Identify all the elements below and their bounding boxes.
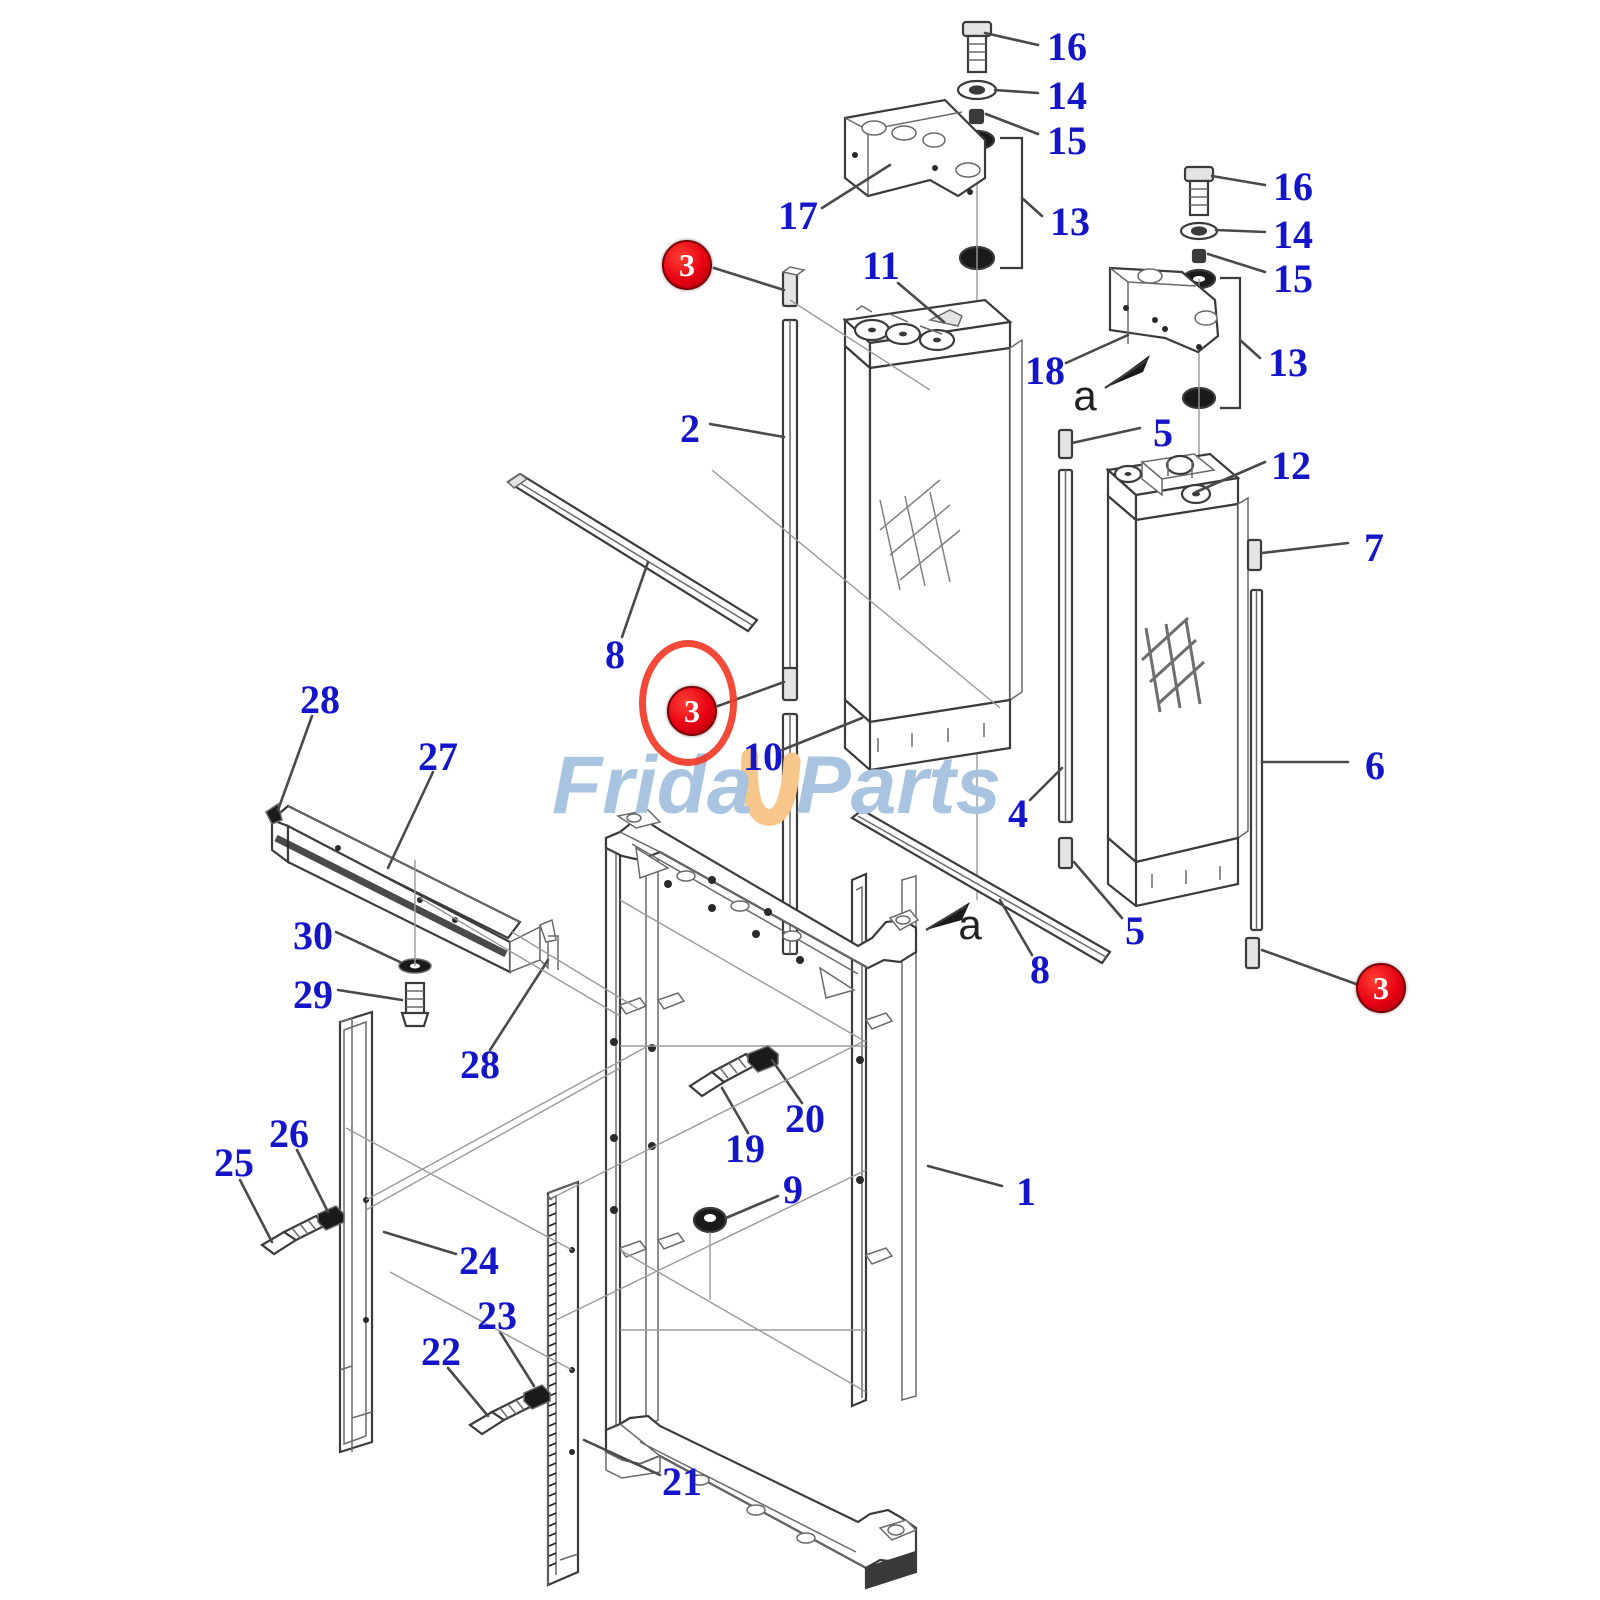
highlighted-part-badge-3[interactable]: 3 — [667, 686, 717, 736]
callout-10[interactable]: 10 — [743, 734, 783, 779]
callout-26[interactable]: 26 — [269, 1111, 309, 1156]
rod-8-lower — [850, 808, 1112, 965]
callout-7[interactable]: 7 — [1364, 525, 1384, 570]
rod-4 — [1057, 428, 1074, 870]
callout-27[interactable]: 27 — [418, 734, 458, 779]
callout-9[interactable]: 9 — [783, 1167, 803, 1212]
callout-28[interactable]: 28 — [300, 677, 340, 722]
washer-9 — [692, 1206, 728, 1300]
guard-bar-27 — [265, 802, 559, 974]
bolt-29 — [398, 860, 432, 1028]
bolt-19 — [688, 1052, 756, 1098]
panel-24 — [338, 1010, 374, 1454]
rod-6 — [1244, 538, 1264, 970]
highlighted-part-badge-3[interactable]: 3 — [662, 240, 712, 290]
callout-16[interactable]: 16 — [1047, 24, 1087, 69]
callout-4[interactable]: 4 — [1008, 791, 1028, 836]
callout-24[interactable]: 24 — [459, 1238, 499, 1283]
rod-2 — [781, 266, 806, 956]
highlighted-part-badge-3[interactable]: 3 — [1356, 963, 1406, 1013]
callout-14[interactable]: 14 — [1047, 73, 1087, 118]
callout-2[interactable]: 2 — [680, 406, 700, 451]
bolt-25 — [260, 1214, 326, 1256]
callout-5[interactable]: 5 — [1153, 410, 1173, 455]
nut-20 — [747, 1045, 779, 1073]
callout-11[interactable]: 11 — [862, 243, 900, 288]
callout-1[interactable]: 1 — [1016, 1169, 1036, 1214]
nut-23 — [523, 1384, 551, 1410]
nut-26 — [317, 1205, 345, 1231]
callout-13[interactable]: 13 — [1268, 340, 1308, 385]
callout-29[interactable]: 29 — [293, 972, 333, 1017]
callout-17[interactable]: 17 — [778, 193, 818, 238]
callout-16[interactable]: 16 — [1273, 164, 1313, 209]
callout-15[interactable]: 15 — [1047, 118, 1087, 163]
leader-lines — [238, 31, 1358, 1477]
callout-30[interactable]: 30 — [293, 913, 333, 958]
radiator-10 — [842, 298, 1023, 772]
callout-23[interactable]: 23 — [477, 1293, 517, 1338]
callout-14[interactable]: 14 — [1273, 212, 1313, 257]
callout-21[interactable]: 21 — [662, 1459, 702, 1504]
callout-28[interactable]: 28 — [460, 1042, 500, 1087]
callout-15[interactable]: 15 — [1273, 256, 1313, 301]
callout-6[interactable]: 6 — [1365, 743, 1385, 788]
oil-cooler-12 — [1105, 452, 1249, 908]
callout-19[interactable]: 19 — [725, 1126, 765, 1171]
bracket-18 — [1104, 266, 1220, 389]
callout-13[interactable]: 13 — [1050, 199, 1090, 244]
callout-20[interactable]: 20 — [785, 1096, 825, 1141]
panel-21 — [546, 1180, 580, 1587]
callout-8[interactable]: 8 — [605, 632, 625, 677]
callout-8[interactable]: 8 — [1030, 947, 1050, 992]
callout-22[interactable]: 22 — [421, 1329, 461, 1374]
frame-1 — [604, 809, 970, 1590]
bolt-22 — [468, 1394, 534, 1436]
callout-25[interactable]: 25 — [214, 1140, 254, 1185]
section-letter-a: a — [1073, 372, 1097, 419]
callout-12[interactable]: 12 — [1271, 443, 1311, 488]
section-letter-a: a — [958, 901, 982, 948]
rod-8-upper — [505, 472, 759, 633]
callout-5[interactable]: 5 — [1125, 908, 1145, 953]
callout-18[interactable]: 18 — [1025, 348, 1065, 393]
